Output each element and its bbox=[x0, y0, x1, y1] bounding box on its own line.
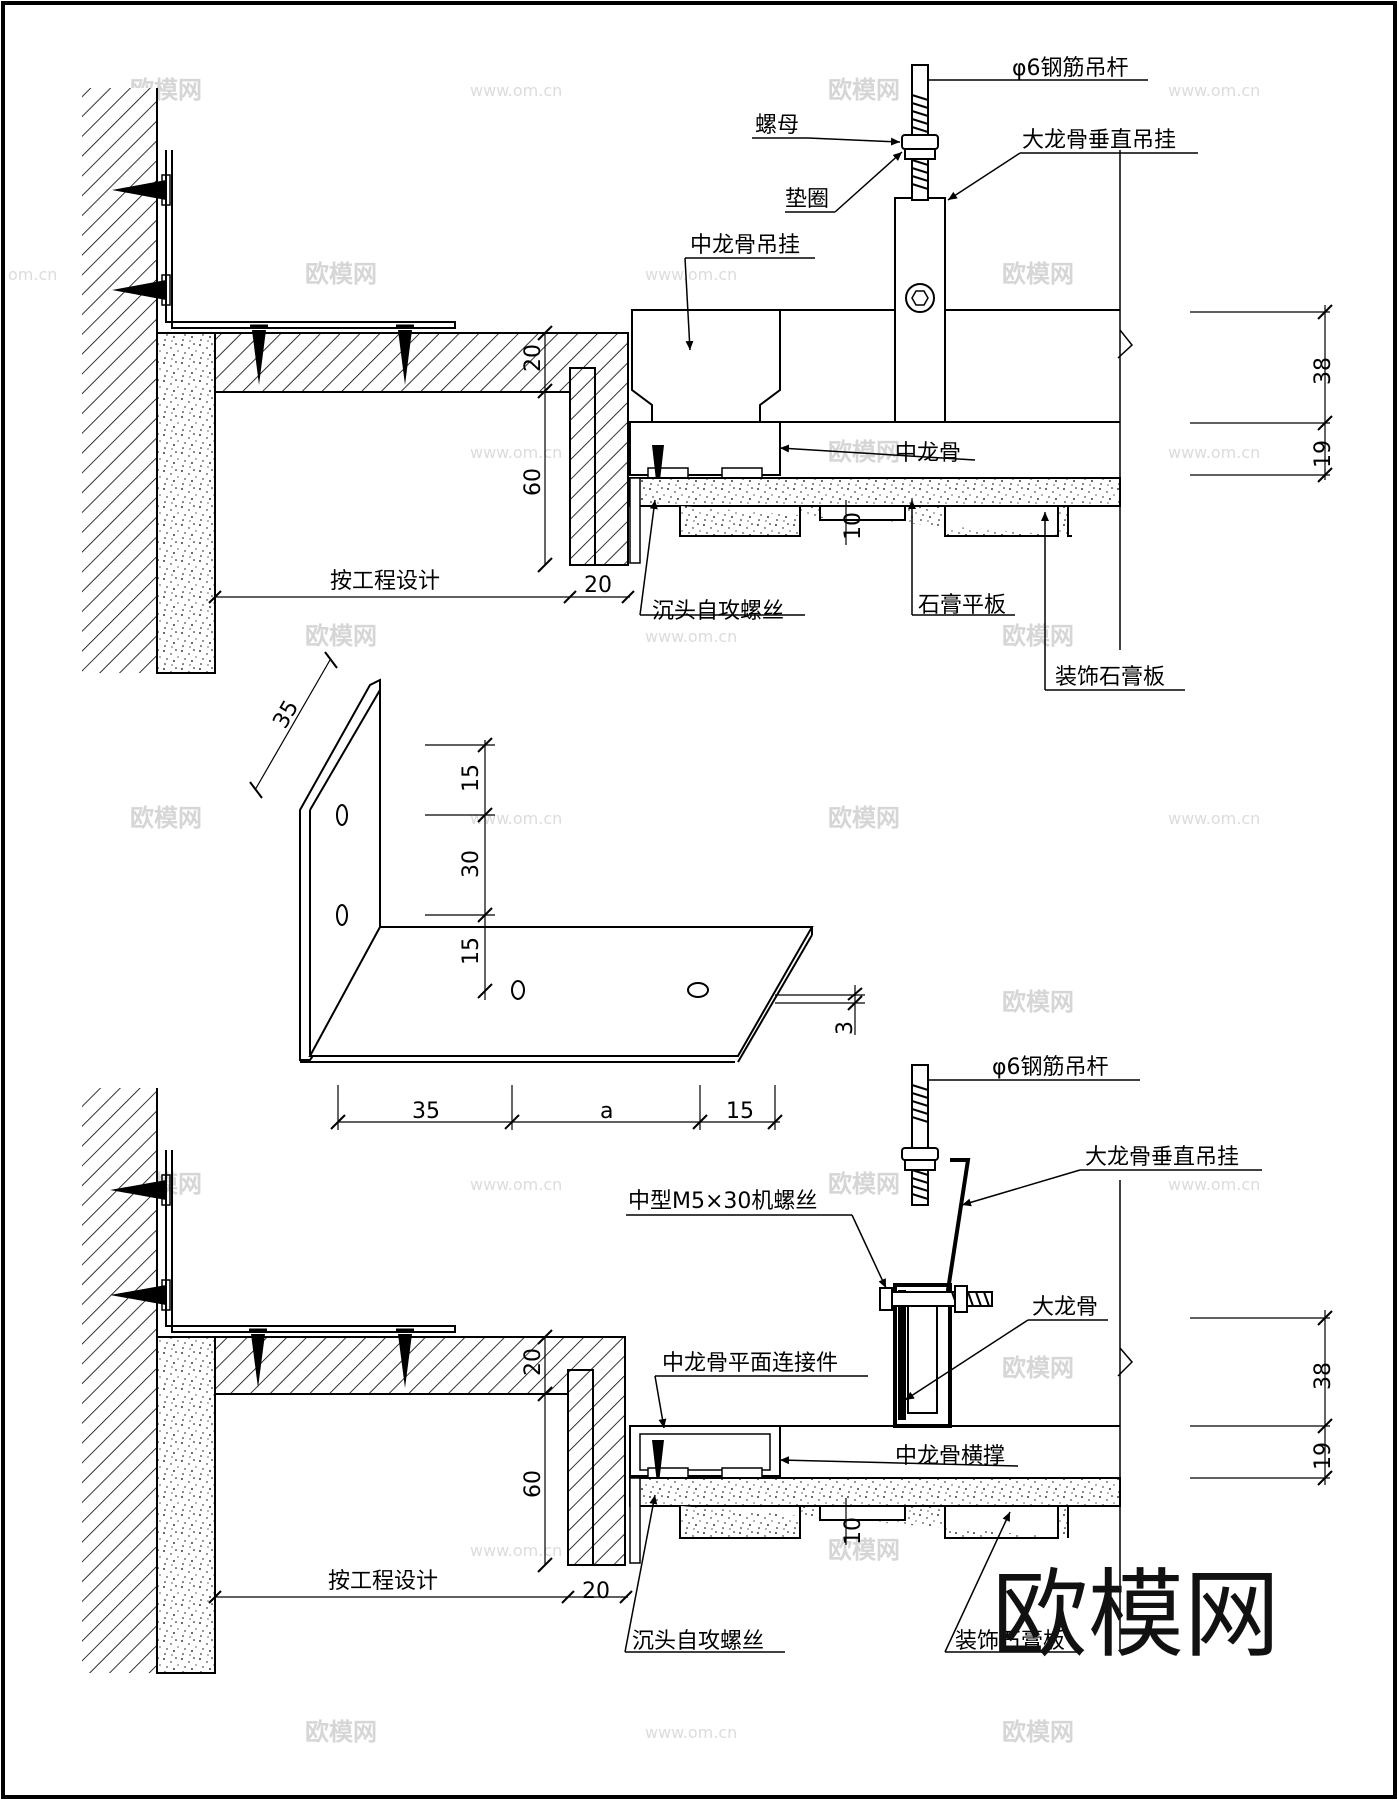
watermark-site: www.om.cn bbox=[1168, 809, 1260, 828]
bottom-detail: 20 60 按工程设计 20 bbox=[82, 1055, 1336, 1674]
rod-label-bottom: φ6钢筋吊杆 bbox=[992, 1055, 1109, 1080]
main-hanger-clip bbox=[945, 1158, 971, 1301]
dim-35-slant: 35 bbox=[269, 696, 305, 733]
watermark-logo-large: 欧模网 bbox=[992, 1559, 1280, 1671]
dim-3: 3 bbox=[833, 1021, 858, 1035]
wall-hatch bbox=[82, 1088, 157, 1673]
dim-38-b: 38 bbox=[1311, 1362, 1336, 1390]
watermark-logo: 欧模网 bbox=[130, 804, 202, 832]
watermark-logo: 欧模网 bbox=[1002, 1354, 1074, 1382]
gypsum-flat-board bbox=[629, 1477, 1121, 1507]
dim-60-b: 60 bbox=[521, 1470, 546, 1498]
bolt-label: 中型M5×30机螺丝 bbox=[628, 1189, 817, 1214]
watermark-site: www.om.cn bbox=[470, 1541, 562, 1560]
watermark-site: www.om.cn bbox=[1168, 81, 1260, 100]
watermark-site: www.om.cn bbox=[645, 1723, 737, 1742]
machine-bolt-icon bbox=[879, 1285, 993, 1313]
dim-20-top-b: 20 bbox=[521, 1348, 546, 1376]
threaded-rod bbox=[901, 1064, 939, 1206]
wood-block bbox=[214, 332, 629, 566]
watermark-site: www.om.cn bbox=[645, 627, 737, 646]
watermark-logo: 欧模网 bbox=[828, 76, 900, 104]
angle-bracket bbox=[165, 150, 456, 329]
watermark-logo: 欧模网 bbox=[828, 804, 900, 832]
dim-30: 30 bbox=[459, 850, 484, 878]
watermark-site: om.cn bbox=[8, 265, 57, 284]
mid-keel-hanger bbox=[631, 309, 781, 433]
watermark-site: www.om.cn bbox=[470, 1175, 562, 1194]
flat-board-label: 石膏平板 bbox=[918, 593, 1006, 618]
decorative-gypsum-board bbox=[679, 505, 1072, 537]
dim-15-mid: 15 bbox=[459, 937, 484, 965]
watermark-logo: 欧模网 bbox=[828, 1170, 900, 1198]
nut-icon bbox=[905, 283, 935, 313]
watermark-logo: 欧模网 bbox=[1002, 260, 1074, 288]
watermark-logo: 欧模网 bbox=[305, 260, 377, 288]
wall-hatch bbox=[82, 88, 157, 673]
dim-60-top: 60 bbox=[521, 468, 546, 496]
dim-20-bottom: 20 bbox=[584, 573, 612, 598]
main-hanger-label-top: 大龙骨垂直吊挂 bbox=[1022, 128, 1176, 153]
threaded-rod bbox=[901, 64, 939, 201]
dim-20-top: 20 bbox=[521, 344, 546, 372]
dim-10-b: 10 bbox=[841, 1517, 866, 1545]
dim-15-top: 15 bbox=[459, 764, 484, 792]
design-label-top: 按工程设计 bbox=[330, 569, 440, 594]
watermark-logo: 欧模网 bbox=[1002, 1718, 1074, 1746]
angle-detail: 35 15 30 15 3 35 a 15 bbox=[249, 651, 865, 1130]
screw-icon bbox=[249, 1328, 414, 1388]
dim-19-b: 19 bbox=[1311, 1442, 1336, 1470]
dim-10-top: 10 bbox=[841, 512, 866, 540]
dim-19-top: 19 bbox=[1311, 440, 1336, 468]
watermark-site: www.om.cn bbox=[470, 81, 562, 100]
dim-15-bottom: 15 bbox=[726, 1099, 754, 1124]
design-label-bottom: 按工程设计 bbox=[328, 1569, 438, 1594]
bolt-hole-icon bbox=[336, 804, 709, 1000]
main-keel-label: 大龙骨 bbox=[1032, 1295, 1098, 1320]
washer-label: 垫圈 bbox=[785, 187, 829, 212]
angle-horizontal-leg bbox=[308, 926, 814, 1057]
main-hanger-label-bottom: 大龙骨垂直吊挂 bbox=[1085, 1145, 1239, 1170]
wood-block bbox=[214, 1336, 626, 1566]
dim-20-bottom-b: 20 bbox=[582, 1579, 610, 1604]
watermark-site: www.om.cn bbox=[645, 265, 737, 284]
mid-hanger-label: 中龙骨吊挂 bbox=[690, 233, 800, 258]
watermark-site: www.om.cn bbox=[1168, 443, 1260, 462]
decorative-gypsum-board bbox=[679, 1505, 1069, 1539]
watermark-logo: 欧模网 bbox=[828, 1536, 900, 1564]
mid-keel bbox=[629, 421, 781, 476]
rod-label-top: φ6钢筋吊杆 bbox=[1012, 56, 1129, 81]
screw-label-bottom: 沉头自攻螺丝 bbox=[632, 1629, 764, 1654]
dim-35-bottom: 35 bbox=[412, 1099, 440, 1124]
dim-38-top: 38 bbox=[1311, 357, 1336, 385]
dim-a: a bbox=[600, 1099, 613, 1124]
nut-label: 螺母 bbox=[755, 113, 799, 138]
connector-label: 中龙骨平面连接件 bbox=[662, 1351, 838, 1376]
deco-board-label-top: 装饰石膏板 bbox=[1055, 665, 1165, 690]
cross-brace-label: 中龙骨横撑 bbox=[895, 1444, 1005, 1469]
watermark-logo: 欧模网 bbox=[305, 1718, 377, 1746]
mid-keel-cross-brace bbox=[629, 1425, 781, 1479]
watermark-logo: 欧模网 bbox=[1002, 988, 1074, 1016]
top-detail: 20 60 按工程设计 20 bbox=[82, 56, 1336, 691]
watermark-logo: 欧模网 bbox=[1002, 622, 1074, 650]
screw-icon bbox=[250, 324, 414, 385]
deco-board-label-bottom: 装饰石膏板 bbox=[955, 1629, 1065, 1654]
plaster-layer bbox=[156, 1336, 216, 1674]
plaster-layer bbox=[156, 332, 216, 674]
gypsum-flat-board bbox=[629, 477, 1121, 507]
watermark-site: www.om.cn bbox=[470, 443, 562, 462]
screw-label-top: 沉头自攻螺丝 bbox=[652, 599, 784, 624]
angle-bracket bbox=[165, 1150, 456, 1333]
watermark-logo: 欧模网 bbox=[305, 622, 377, 650]
watermark-site: www.om.cn bbox=[1168, 1175, 1260, 1194]
watermark-site: www.om.cn bbox=[470, 809, 562, 828]
mid-keel-label: 中龙骨 bbox=[895, 441, 961, 466]
